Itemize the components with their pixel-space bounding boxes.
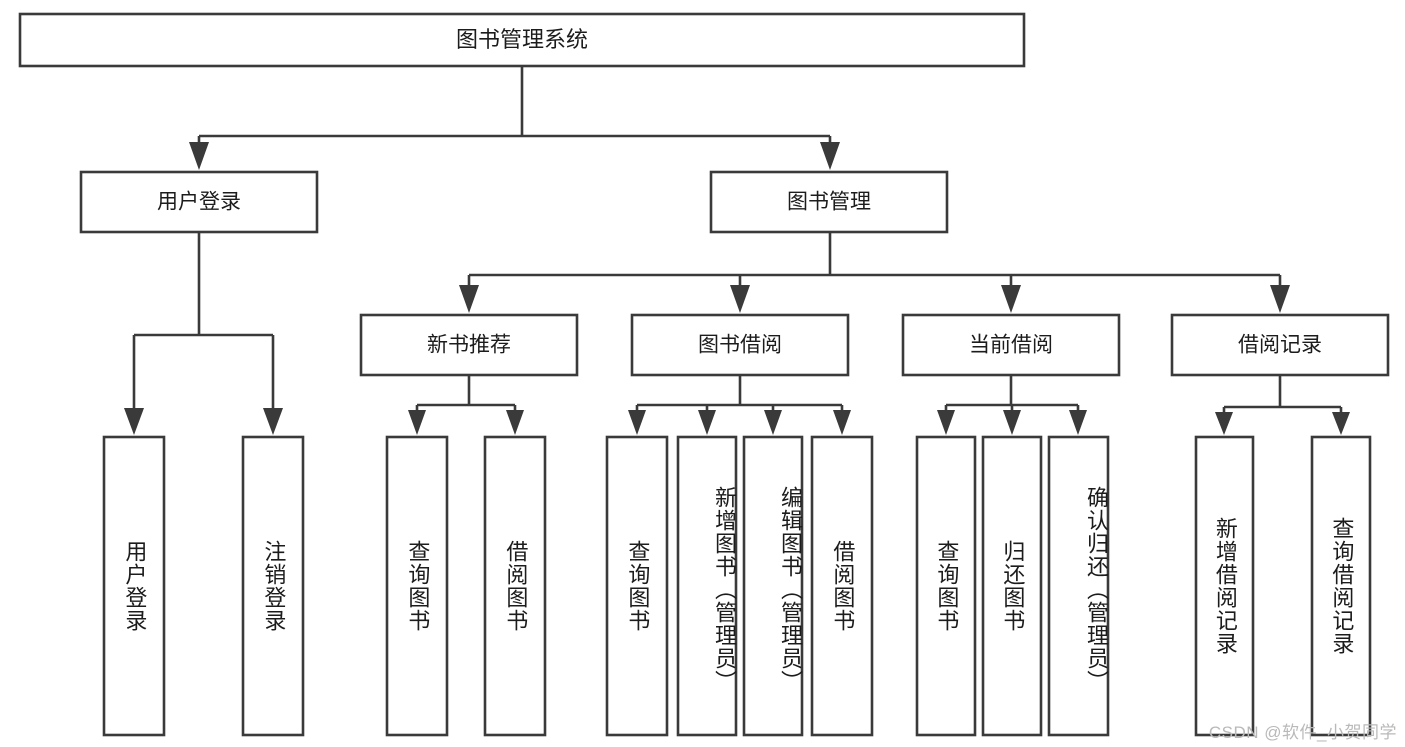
node-root-system-label: 图书管理系统 — [456, 27, 588, 52]
leaf-box-br-add-record[interactable] — [1194, 435, 1255, 737]
node-new-book-recommend-box[interactable] — [359, 313, 579, 377]
leaf-node-boxes — [102, 435, 1372, 737]
arrow-head-cb-confirm-return — [1069, 410, 1087, 435]
arrow-head-leaf-logout — [263, 408, 283, 435]
connector-group-new-books — [408, 375, 524, 435]
node-user-login[interactable]: 用户登录 — [79, 170, 319, 234]
node-borrow-record-label: 借阅记录 — [1238, 334, 1322, 357]
node-new-book-recommend[interactable]: 新书推荐 — [359, 313, 579, 377]
leaf-box-bb-borrow-book[interactable] — [810, 435, 874, 737]
arrow-head-borrow-record — [1270, 285, 1290, 313]
node-book-borrow-label: 图书借阅 — [698, 334, 782, 357]
leaf-box-bb-edit-book[interactable] — [742, 435, 804, 737]
node-user-login-label: 用户登录 — [157, 191, 241, 214]
node-root-system[interactable]: 图书管理系统 — [18, 12, 1026, 68]
node-current-borrow-label: 当前借阅 — [969, 334, 1053, 357]
connector-group-borrow-record — [1215, 375, 1350, 435]
connector-group-current-borrow — [937, 375, 1087, 435]
leaf-box-nb-query-book[interactable] — [385, 435, 449, 737]
arrow-head-user-login — [189, 142, 209, 170]
node-borrow-record[interactable]: 借阅记录 — [1170, 313, 1390, 377]
leaf-box-nb-borrow-book[interactable] — [483, 435, 547, 737]
leaf-box-user-login[interactable] — [102, 435, 166, 737]
arrow-head-nb-query-book — [408, 410, 426, 435]
arrow-head-cb-return-book — [1003, 410, 1021, 435]
arrow-head-br-add-record — [1215, 412, 1233, 435]
arrow-head-leaf-user-login — [124, 408, 144, 435]
node-book-borrow-box[interactable] — [630, 313, 850, 377]
node-borrow-record-box[interactable] — [1170, 313, 1390, 377]
leaf-box-bb-add-book[interactable] — [676, 435, 738, 737]
arrow-head-current-borrow — [1001, 285, 1021, 313]
arrow-head-bb-query-book — [628, 410, 646, 435]
node-book-management-box[interactable] — [709, 170, 949, 234]
leaf-box-cb-return-book[interactable] — [981, 435, 1043, 737]
node-book-management-label: 图书管理 — [787, 191, 871, 214]
connector-group-borrow — [628, 375, 851, 435]
node-new-book-recommend-label: 新书推荐 — [427, 334, 511, 357]
arrow-head-bb-borrow-book — [833, 410, 851, 435]
connector-group-book-mgmt — [459, 232, 1290, 313]
arrow-head-book-mgmt — [820, 142, 840, 170]
arrow-head-nb-borrow-book — [506, 410, 524, 435]
arrow-head-borrow — [730, 285, 750, 313]
node-current-borrow[interactable]: 当前借阅 — [901, 313, 1121, 377]
leaf-box-bb-query-book[interactable] — [605, 435, 669, 737]
connector-group-user-login — [124, 232, 283, 435]
node-user-login-box[interactable] — [79, 170, 319, 234]
node-current-borrow-box[interactable] — [901, 313, 1121, 377]
arrow-head-new-books — [459, 285, 479, 313]
node-book-management[interactable]: 图书管理 — [709, 170, 949, 234]
connector-group-root — [189, 66, 840, 170]
node-root-system-box[interactable] — [18, 12, 1026, 68]
leaf-box-cb-query-book[interactable] — [915, 435, 977, 737]
csdn-watermark: CSDN @软件_小贺同学 — [1208, 723, 1397, 742]
leaf-box-logout[interactable] — [241, 435, 305, 737]
leaf-box-cb-confirm-return[interactable] — [1047, 435, 1110, 737]
arrow-head-br-query-record — [1332, 412, 1350, 435]
leaf-box-br-query-record[interactable] — [1310, 435, 1372, 737]
arrow-head-bb-edit-book — [764, 410, 782, 435]
node-book-borrow[interactable]: 图书借阅 — [630, 313, 850, 377]
arrow-head-bb-add-book — [698, 410, 716, 435]
arrow-head-cb-query-book — [937, 410, 955, 435]
